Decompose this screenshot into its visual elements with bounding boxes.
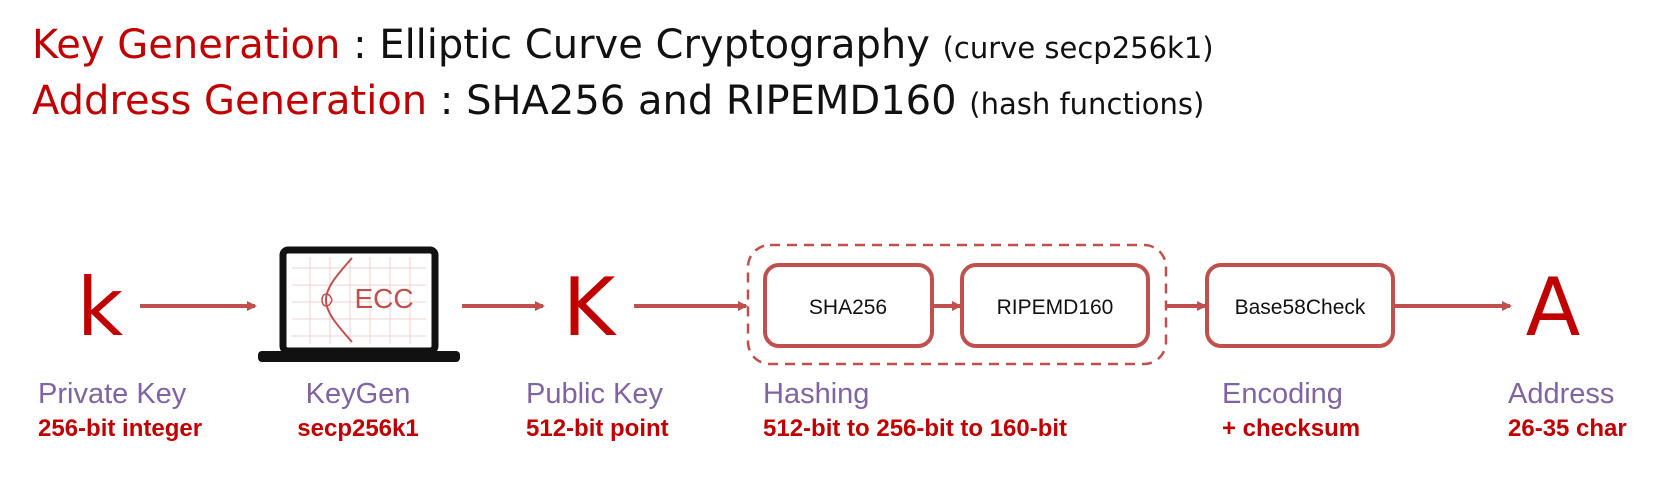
address-symbol: A [1526, 261, 1581, 354]
laptop-icon: ECC [258, 246, 460, 362]
elliptic-curve-loop-icon [321, 293, 333, 307]
label-hashing-name: Hashing [763, 378, 870, 410]
label-public-key-name: Public Key [526, 378, 664, 410]
laptop-screen-grid [292, 257, 426, 344]
label-private-key-name: Private Key [38, 378, 187, 410]
base58check-box-label: Base58Check [1235, 296, 1366, 319]
title-key-generation: Key Generation : Elliptic Curve Cryptogr… [32, 22, 1214, 68]
label-hashing: Hashing 512-bit to 256-bit to 160-bit [763, 376, 1067, 446]
laptop-base [258, 351, 460, 362]
title-key-generation-highlight: Key Generation [32, 22, 341, 68]
public-key-symbol: K [563, 261, 618, 354]
title-address-generation-paren: (hash functions) [969, 87, 1205, 121]
title-address-generation: Address Generation : SHA256 and RIPEMD16… [32, 78, 1204, 124]
label-address-desc: 26-35 char [1508, 415, 1627, 442]
label-encoding: Encoding + checksum [1222, 376, 1360, 446]
label-private-key-desc: 256-bit integer [38, 415, 203, 442]
ripemd160-box [960, 263, 1150, 348]
laptop-screen-label: ECC [354, 283, 413, 314]
title-key-generation-text: : Elliptic Curve Cryptography [340, 22, 943, 68]
label-private-key: Private Key 256-bit integer [38, 376, 202, 446]
title-key-generation-paren: (curve secp256k1) [942, 31, 1214, 65]
label-public-key-desc: 512-bit point [526, 415, 669, 442]
label-address-name: Address [1508, 378, 1615, 410]
label-hashing-desc: 512-bit to 256-bit to 160-bit [763, 415, 1068, 442]
label-address: Address 26-35 char [1508, 376, 1627, 446]
private-key-symbol: k [77, 261, 124, 354]
label-encoding-name: Encoding [1222, 378, 1343, 410]
elliptic-curve-icon [324, 257, 353, 343]
title-address-generation-highlight: Address Generation [32, 78, 428, 124]
label-keygen: KeyGen secp256k1 [297, 376, 418, 446]
label-keygen-desc: secp256k1 [297, 415, 419, 442]
label-public-key: Public Key 512-bit point [526, 376, 669, 446]
title-address-generation-text: : SHA256 and RIPEMD160 [427, 78, 970, 124]
ripemd160-box-label: RIPEMD160 [997, 296, 1114, 319]
label-encoding-desc: + checksum [1222, 415, 1361, 442]
sha256-box-label: SHA256 [809, 296, 887, 319]
label-keygen-name: KeyGen [305, 378, 411, 410]
